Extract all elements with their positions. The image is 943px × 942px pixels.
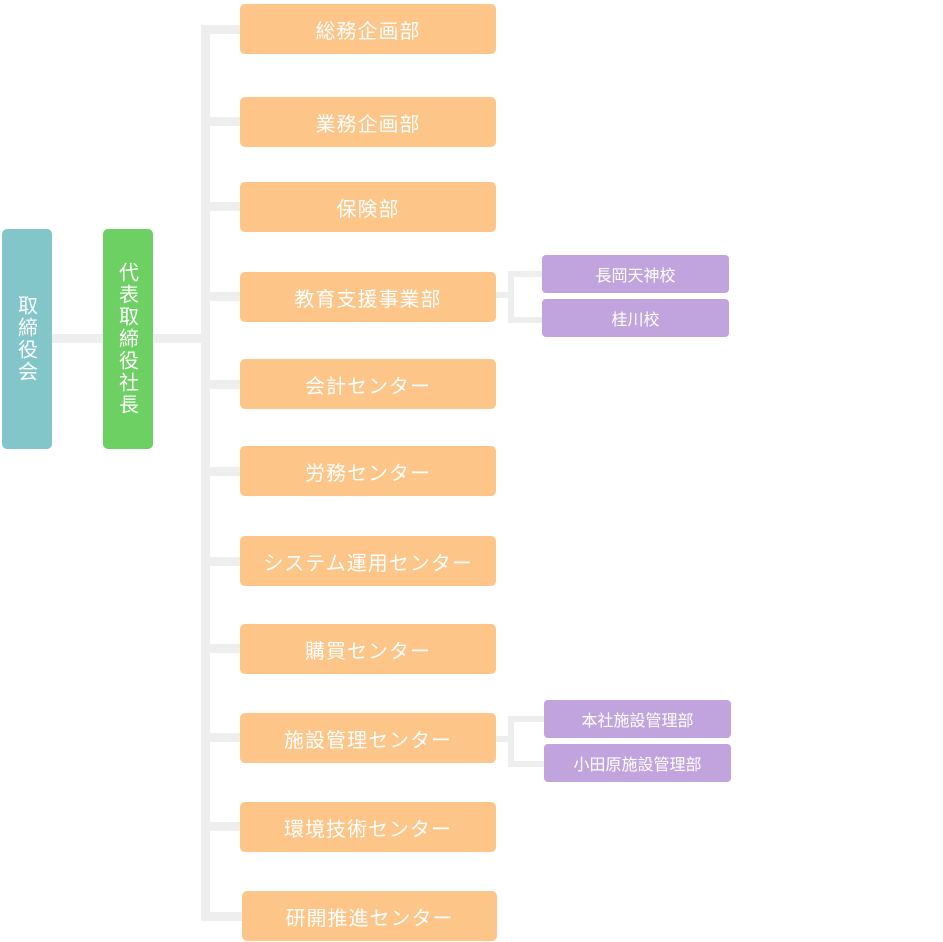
sub-unit-nagaoka-tenjin: 長岡天神校	[542, 255, 729, 293]
dept-education-support: 教育支援事業部	[240, 272, 496, 322]
dept-labor-center: 労務センター	[240, 446, 496, 496]
connector-facility-sub	[508, 716, 544, 722]
dept-system-operations-center: システム運用センター	[240, 536, 496, 586]
connector-branch	[201, 557, 240, 566]
connector-branch	[201, 117, 240, 126]
dept-general-planning: 総務企画部	[240, 4, 496, 54]
connector-branch	[201, 733, 240, 742]
connector-education-sub	[508, 317, 542, 323]
connector-branch	[201, 822, 240, 831]
dept-purchasing-center: 購買センター	[240, 624, 496, 674]
connector-branch	[201, 912, 242, 921]
connector-facility-vertical	[508, 716, 514, 767]
board-of-directors-box: 取締役会	[2, 229, 52, 449]
dept-environmental-technology-center: 環境技術センター	[240, 802, 496, 852]
connector-education-vertical	[508, 271, 514, 323]
connector-facility-stub	[496, 736, 513, 742]
connector-branch	[201, 25, 240, 34]
president-box: 代表取締役社長	[103, 229, 153, 449]
connector-education-stub	[496, 292, 513, 298]
connector-branch	[201, 292, 240, 301]
dept-research-promotion-center: 研開推進センター	[242, 891, 497, 941]
connector-branch	[201, 644, 240, 653]
connector-facility-sub	[508, 761, 544, 767]
sub-unit-odawara-facility: 小田原施設管理部	[544, 744, 731, 782]
dept-facility-management-center: 施設管理センター	[240, 713, 496, 763]
connector-branch	[201, 467, 240, 476]
sub-unit-katsuragawa: 桂川校	[542, 299, 729, 337]
dept-business-planning: 業務企画部	[240, 97, 496, 147]
dept-insurance: 保険部	[240, 182, 496, 232]
dept-accounting-center: 会計センター	[240, 359, 496, 409]
sub-unit-head-office-facility: 本社施設管理部	[544, 700, 731, 738]
connector-branch	[201, 380, 240, 389]
connector-education-sub	[508, 271, 542, 277]
connector-branch	[201, 202, 240, 211]
connector-board-president	[52, 334, 103, 343]
connector-president-trunk	[153, 334, 208, 343]
